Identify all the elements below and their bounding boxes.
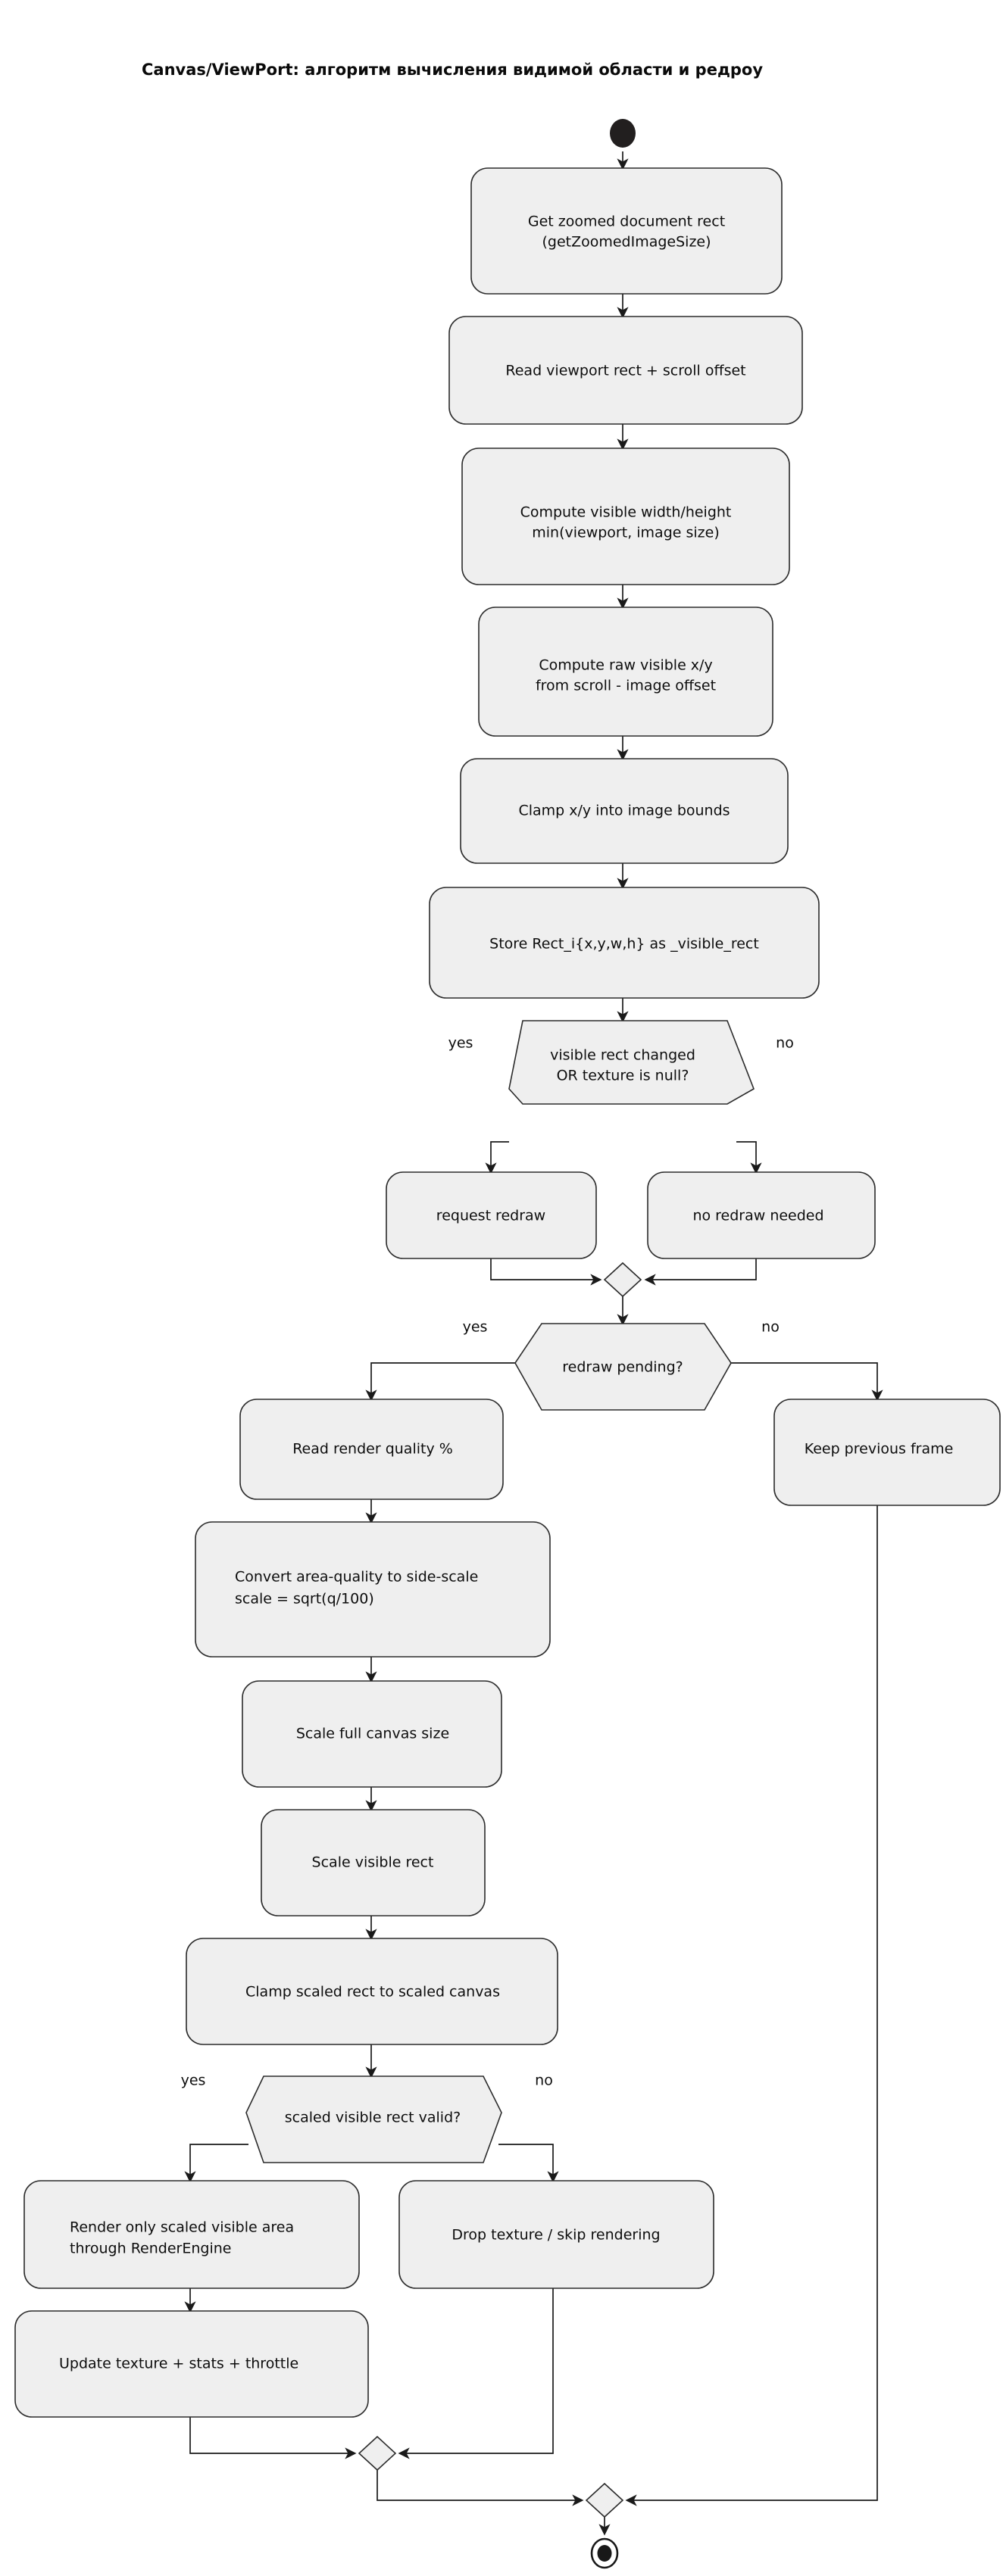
node-clamp-scaled-rect[interactable]: Clamp scaled rect to scaled canvas [186, 1938, 558, 2045]
node-drop-texture-skip-rendering[interactable]: Drop texture / skip rendering [398, 2180, 714, 2289]
decision-hexagon[interactable] [514, 1323, 732, 1411]
node-read-render-quality[interactable]: Read render quality % [239, 1399, 504, 1500]
node-box[interactable] [773, 1399, 1001, 1506]
page-title: Canvas/ViewPort: алгоритм вычисления вид… [142, 61, 763, 79]
node-text-line1: Get zoomed document rect [528, 214, 725, 230]
edge-n8-m1 [644, 1258, 757, 1286]
decision-text-line2: OR texture is null? [557, 1068, 689, 1084]
node-get-zoomed-document-rect[interactable]: Get zoomed document rect (getZoomedImage… [470, 167, 783, 295]
node-text-line1: Keep previous frame [805, 1441, 954, 1458]
node-box[interactable] [460, 758, 789, 864]
edge-layer [184, 151, 883, 2536]
edge-label-d3-no: no [535, 2072, 553, 2089]
node-text-line2: from scroll - image offset [536, 678, 716, 694]
edge-d3-no-n16 [498, 2144, 559, 2183]
node-box[interactable] [470, 167, 783, 295]
node-no-redraw-needed[interactable]: no redraw needed [647, 1171, 876, 1259]
node-text-line1: Drop texture / skip rendering [452, 2227, 660, 2244]
edge-n7-m1 [490, 1258, 602, 1286]
decision-text-line1: redraw pending? [562, 1359, 683, 1376]
node-box[interactable] [478, 607, 773, 737]
node-text-line1: Scale full canvas size [296, 1726, 449, 1742]
merge-diamond-icon [585, 2482, 624, 2518]
node-text-line1: request redraw [436, 1208, 545, 1224]
decision-hexagon[interactable] [245, 2075, 502, 2163]
node-clamp-xy-into-image-bounds[interactable]: Clamp x/y into image bounds [460, 758, 789, 864]
edge-label-d1-yes: yes [448, 1035, 473, 1052]
node-box[interactable] [429, 887, 820, 999]
node-text-line1: Convert area-quality to side-scale [235, 1569, 478, 1586]
node-convert-area-quality[interactable]: Convert area-quality to side-scale scale… [195, 1521, 551, 1658]
node-scale-full-canvas-size[interactable]: Scale full canvas size [242, 1680, 502, 1788]
node-text-line2: scale = sqrt(q/100) [235, 1591, 374, 1608]
decision-visible-rect-changed[interactable]: visible rect changed OR texture is null?… [448, 1020, 794, 1105]
node-box[interactable] [186, 1938, 558, 2045]
edge-d3-yes-n15 [184, 2144, 248, 2183]
node-text-line1: Read viewport rect + scroll offset [505, 363, 745, 379]
node-text-line2: min(viewport, image size) [532, 525, 720, 541]
edge-label-d1-no: no [776, 1035, 794, 1052]
decision-scaled-visible-rect-valid[interactable]: scaled visible rect valid? yes no [181, 2072, 553, 2163]
node-compute-raw-visible-xy[interactable]: Compute raw visible x/y from scroll - im… [478, 607, 773, 737]
node-box[interactable] [242, 1680, 502, 1788]
edge-label-d2-yes: yes [463, 1319, 488, 1336]
node-update-texture-stats-throttle[interactable]: Update texture + stats + throttle [14, 2310, 369, 2418]
merge-diamond-icon [358, 2435, 397, 2472]
node-text-line2: (getZoomedImageSize) [542, 234, 711, 251]
node-request-redraw[interactable]: request redraw [386, 1171, 597, 1259]
decision-redraw-pending[interactable]: redraw pending? yes no [463, 1319, 780, 1411]
end-ring-inner-icon [597, 2545, 612, 2562]
merge-node-3 [585, 2482, 624, 2518]
node-box[interactable] [398, 2180, 714, 2289]
decision-text-line1: scaled visible rect valid? [285, 2110, 461, 2126]
edge-d1-no-n8 [736, 1141, 762, 1174]
edge-d1-yes-n7 [485, 1141, 509, 1174]
edge-m2-m3 [377, 2470, 584, 2506]
node-text-line1: Render only scaled visible area [70, 2219, 294, 2236]
decision-text-line1: visible rect changed [550, 1047, 695, 1064]
node-text-line1: no redraw needed [692, 1208, 823, 1224]
node-keep-previous-frame[interactable]: Keep previous frame [773, 1399, 1001, 1506]
edge-label-d2-no: no [761, 1319, 780, 1336]
end-node [590, 2537, 619, 2569]
node-box[interactable] [195, 1521, 551, 1658]
node-text-line1: Update texture + stats + throttle [59, 2356, 298, 2372]
merge-node-2 [358, 2435, 397, 2472]
edge-n10-m3 [625, 1505, 878, 2506]
node-box[interactable] [647, 1171, 876, 1259]
node-text-line1: Read render quality % [292, 1441, 453, 1458]
edge-d2-yes-n9 [365, 1362, 528, 1402]
node-box[interactable] [239, 1399, 504, 1500]
node-box[interactable] [23, 2180, 360, 2289]
node-read-viewport-rect[interactable]: Read viewport rect + scroll offset [448, 316, 803, 425]
node-compute-visible-size[interactable]: Compute visible width/height min(viewpor… [461, 448, 790, 585]
node-text-line1: Clamp x/y into image bounds [518, 803, 730, 819]
node-store-visible-rect[interactable]: Store Rect_i{x,y,w,h} as _visible_rect [429, 887, 820, 999]
start-dot-icon [610, 119, 636, 148]
node-box[interactable] [14, 2310, 369, 2418]
node-scale-visible-rect[interactable]: Scale visible rect [261, 1809, 486, 1916]
node-box[interactable] [261, 1809, 486, 1916]
node-text-line1: Compute raw visible x/y [539, 657, 712, 674]
node-text-line1: Scale visible rect [312, 1854, 434, 1871]
merge-diamond-icon [603, 1261, 642, 1298]
node-text-line2: through RenderEngine [70, 2241, 231, 2257]
node-text-line1: Clamp scaled rect to scaled canvas [245, 1984, 500, 2001]
node-text-line1: Store Rect_i{x,y,w,h} as _visible_rect [489, 936, 759, 953]
node-box[interactable] [386, 1171, 597, 1259]
edge-d2-no-n10 [717, 1362, 883, 1402]
node-render-scaled-visible-area[interactable]: Render only scaled visible area through … [23, 2180, 360, 2289]
edge-label-d3-yes: yes [181, 2072, 206, 2089]
start-node [610, 119, 636, 148]
decision-hexagon[interactable] [508, 1020, 755, 1105]
node-box[interactable] [461, 448, 790, 585]
node-text-line1: Compute visible width/height [520, 504, 732, 521]
edge-n17-m2 [189, 2417, 357, 2459]
merge-node-1 [603, 1261, 642, 1298]
node-box[interactable] [448, 316, 803, 425]
edge-n16-m2 [398, 2288, 554, 2459]
